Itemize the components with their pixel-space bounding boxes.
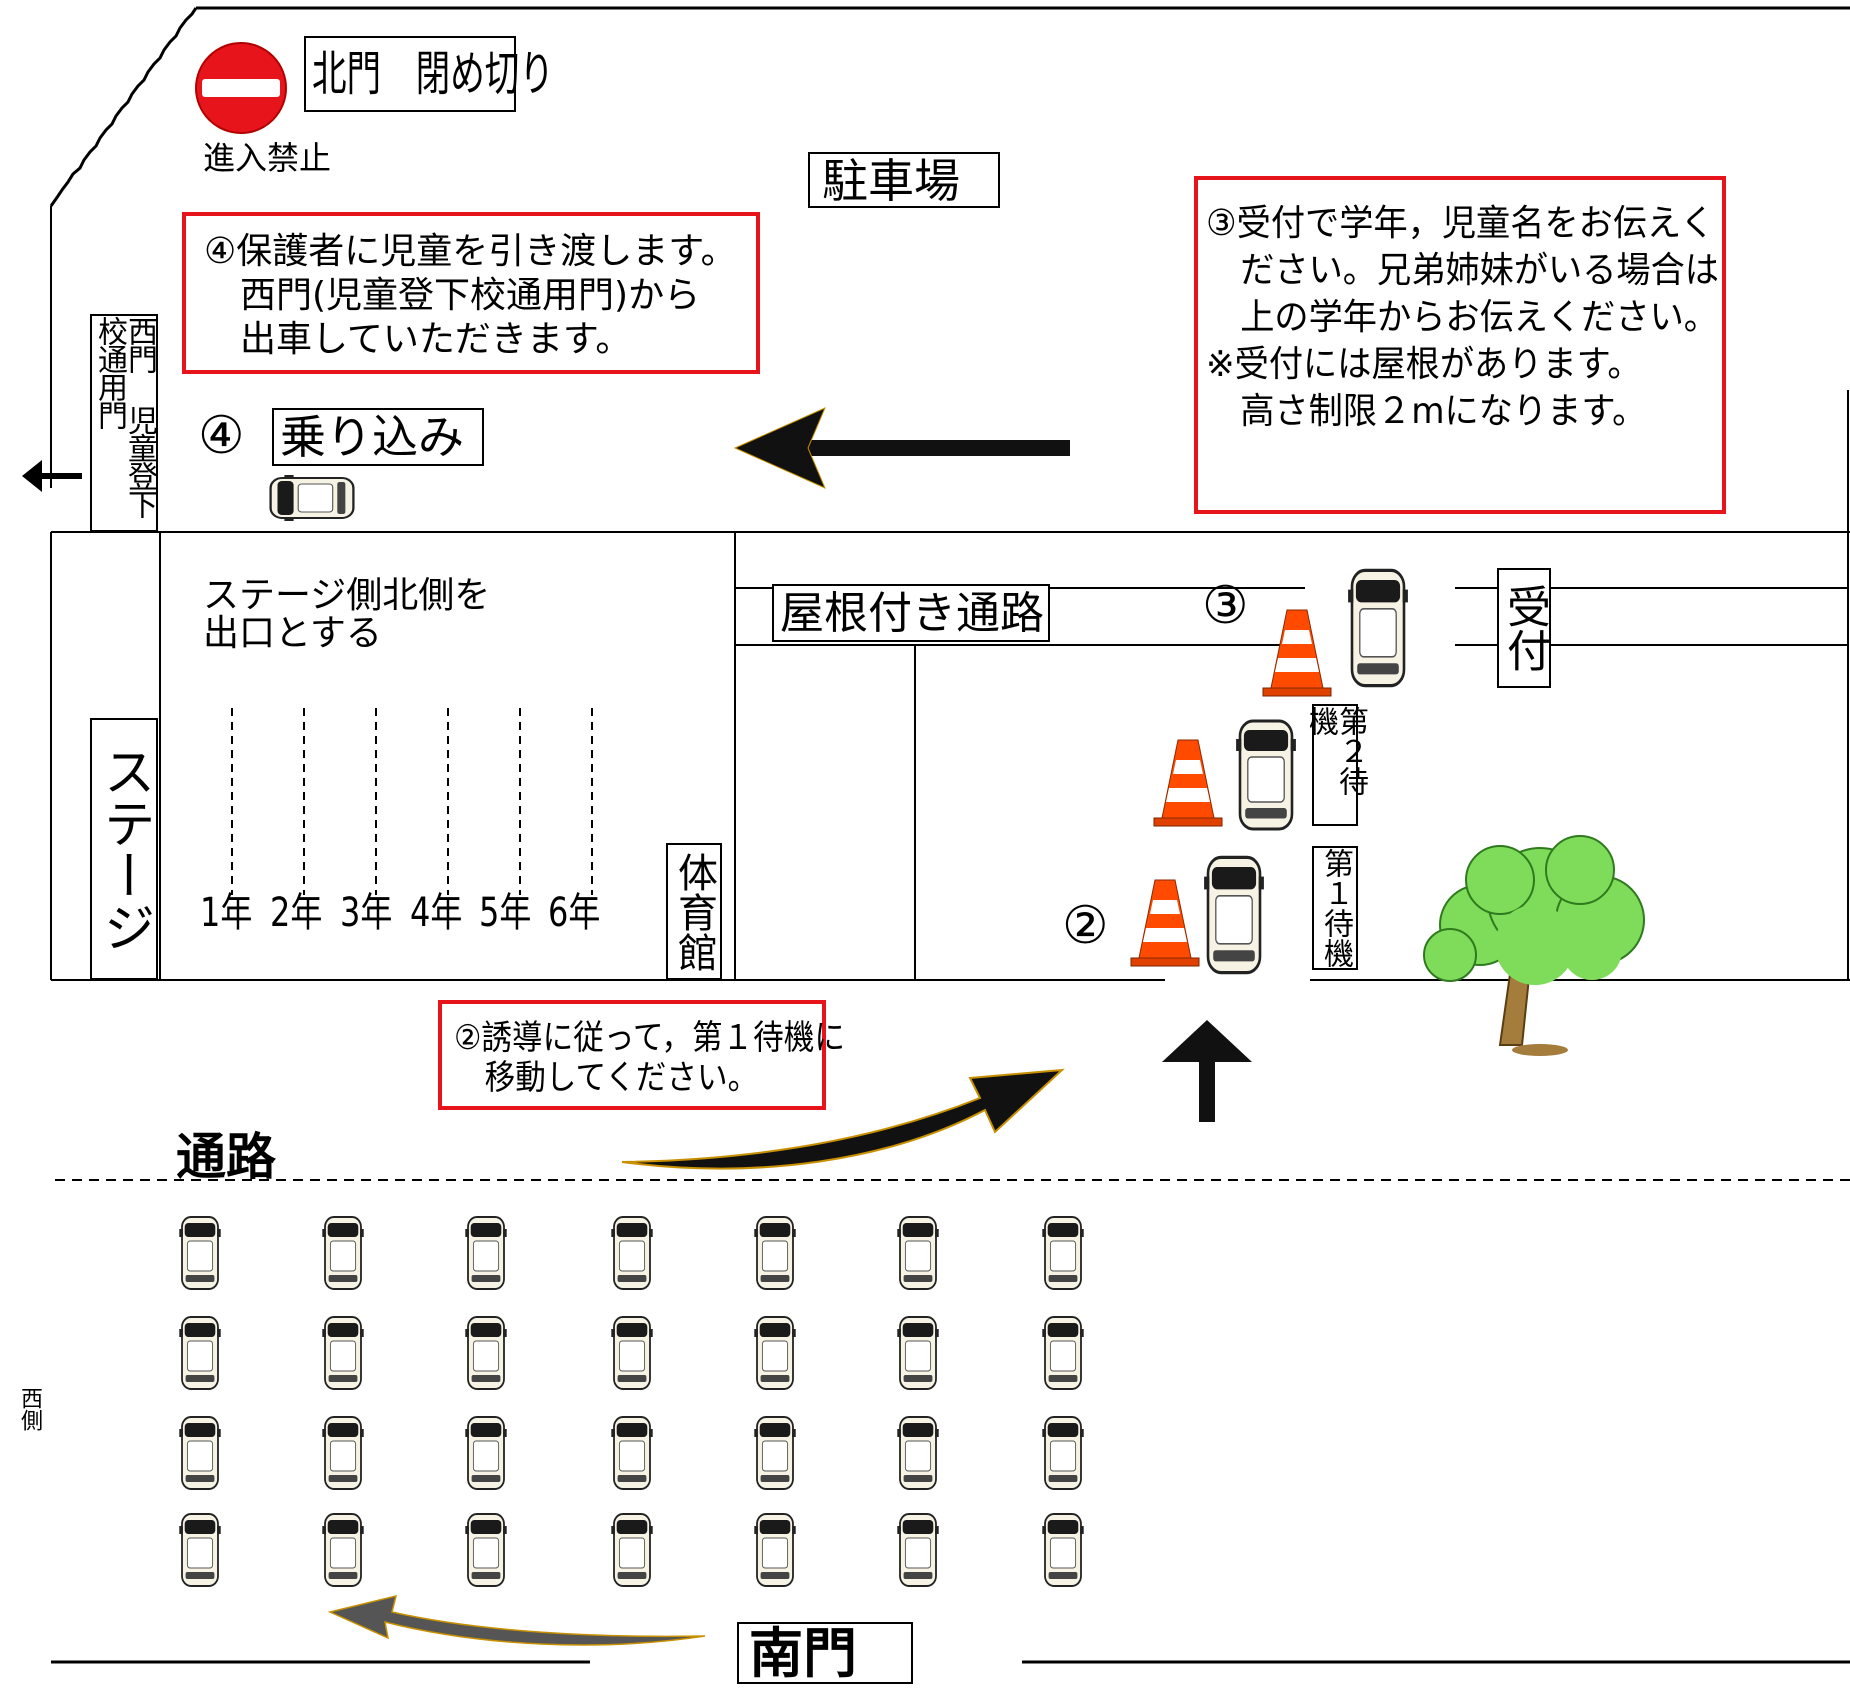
parked-car [610,1416,654,1490]
parked-car [753,1316,797,1390]
grade-label: 5年 [479,890,532,936]
step3-note: ③受付で学年，児童名をお伝えく ださい。兄弟姉妹がいる場合は 上の学年からお伝え… [1194,176,1726,514]
grade-label: 3年 [340,890,393,936]
grade-label: 6年 [548,890,601,936]
parked-car [464,1316,508,1390]
north-gate-label-box: 北門 閉め切り [304,36,554,112]
step2-note-line-2: 移動してください。 [454,1058,759,1098]
step3-note-line-6: 高さ制限２mになります。 [1206,391,1647,432]
reception-label: 受付 [1497,568,1551,688]
parked-car [1041,1513,1085,1587]
parked-car [896,1416,940,1490]
grade-label: 1年 [200,890,253,936]
car-wait2 [1234,719,1298,831]
stage-label: ステージ [90,718,158,980]
parked-car [178,1316,222,1390]
parked-cars [178,1216,1085,1587]
parked-car [610,1316,654,1390]
no-entry-label: 進入禁止 [203,139,332,177]
west-side-label: 西側 [17,1387,42,1431]
parked-car [464,1513,508,1587]
parked-car [896,1216,940,1290]
parked-car [896,1513,940,1587]
parked-car [610,1216,654,1290]
parked-car [753,1513,797,1587]
parked-car [321,1513,365,1587]
car-boarding [269,473,355,523]
south-gate-label-box: 南門 [737,1622,913,1684]
parked-car [753,1216,797,1290]
car-reception [1346,568,1410,688]
step3-note-line-5: ※受付には屋根があります。 [1206,344,1642,385]
parked-car [178,1513,222,1587]
parked-car [896,1316,940,1390]
south-curved-arrow-icon [327,1594,706,1646]
step3-note-line-2: ださい。兄弟姉妹がいる場合は [1206,250,1720,291]
step4-note-line-2: 西門(児童登下校通用門)から [204,275,701,316]
covered-walkway-label-box: 屋根付き通路 [772,584,1050,642]
boarding-label-box: 乗り込み [272,408,484,466]
grade-label: 2年 [270,890,323,936]
reception-number: ③ [1202,576,1249,636]
grade-lines [231,708,593,895]
parked-car [321,1316,365,1390]
step3-note-line-1: ③受付で学年，児童名をお伝えく [1206,203,1715,244]
parked-car [464,1416,508,1490]
grade-label: 4年 [410,890,463,936]
parked-car [1041,1416,1085,1490]
parking-lot-label-box: 駐車場 [808,152,1000,208]
wait1-number: ② [1062,896,1109,956]
parked-car [753,1416,797,1490]
parked-car [1041,1316,1085,1390]
tree-icon [1423,835,1645,1056]
parked-car [321,1216,365,1290]
step4-note-line-3: 出車していただきます。 [204,319,632,360]
cone-wait1 [1130,879,1200,967]
parked-car [464,1216,508,1290]
boarding-label: 乗り込み [280,410,464,464]
wait1-label: 第１待機 [1312,846,1358,970]
north-gate-label: 北門 閉め切り [312,46,554,102]
parked-car [178,1216,222,1290]
parked-car [1041,1216,1085,1290]
gym-exit-note: ステージ側北側を 出口とする [203,577,490,653]
west-exit-arrow-icon [22,460,82,492]
west-gate-label: 西門 児童登下校通用門 [90,314,158,532]
road-label: 通路 [176,1128,276,1186]
step4-note-line-1: ④保護者に児童を引き渡します。 [204,231,737,272]
step2-note-line-1: ②誘導に従って，第１待機に [454,1018,845,1058]
parking-lot-label: 駐車場 [822,154,960,208]
north-west-fence [49,7,198,207]
parked-car [610,1513,654,1587]
left-arrow-icon [733,407,1070,489]
curved-arrow-icon [621,1068,1065,1170]
gym-exit-note-line-1: ステージ側北側を [203,575,491,616]
cone-wait2 [1153,739,1223,827]
wait2-label: 第２待機 [1303,704,1368,826]
parked-car [178,1416,222,1490]
covered-walkway-label: 屋根付き通路 [780,588,1044,639]
parked-car [321,1416,365,1490]
gym-building-label: 体育館 [666,843,722,980]
up-arrow-icon [1162,1020,1252,1122]
cone-reception [1262,609,1332,697]
step4-note: ④保護者に児童を引き渡します。 西門(児童登下校通用門)から 出車していただきま… [182,212,760,374]
south-gate-label: 南門 [749,1622,857,1685]
boarding-number: ④ [198,406,245,466]
step3-note-line-3: 上の学年からお伝えください。 [1206,297,1718,338]
no-entry-sign-icon [195,42,287,134]
gym-exit-note-line-2: 出口とする [203,613,382,654]
step2-note: ②誘導に従って，第１待機に 移動してください。 [438,1000,845,1110]
car-wait1 [1202,855,1266,975]
